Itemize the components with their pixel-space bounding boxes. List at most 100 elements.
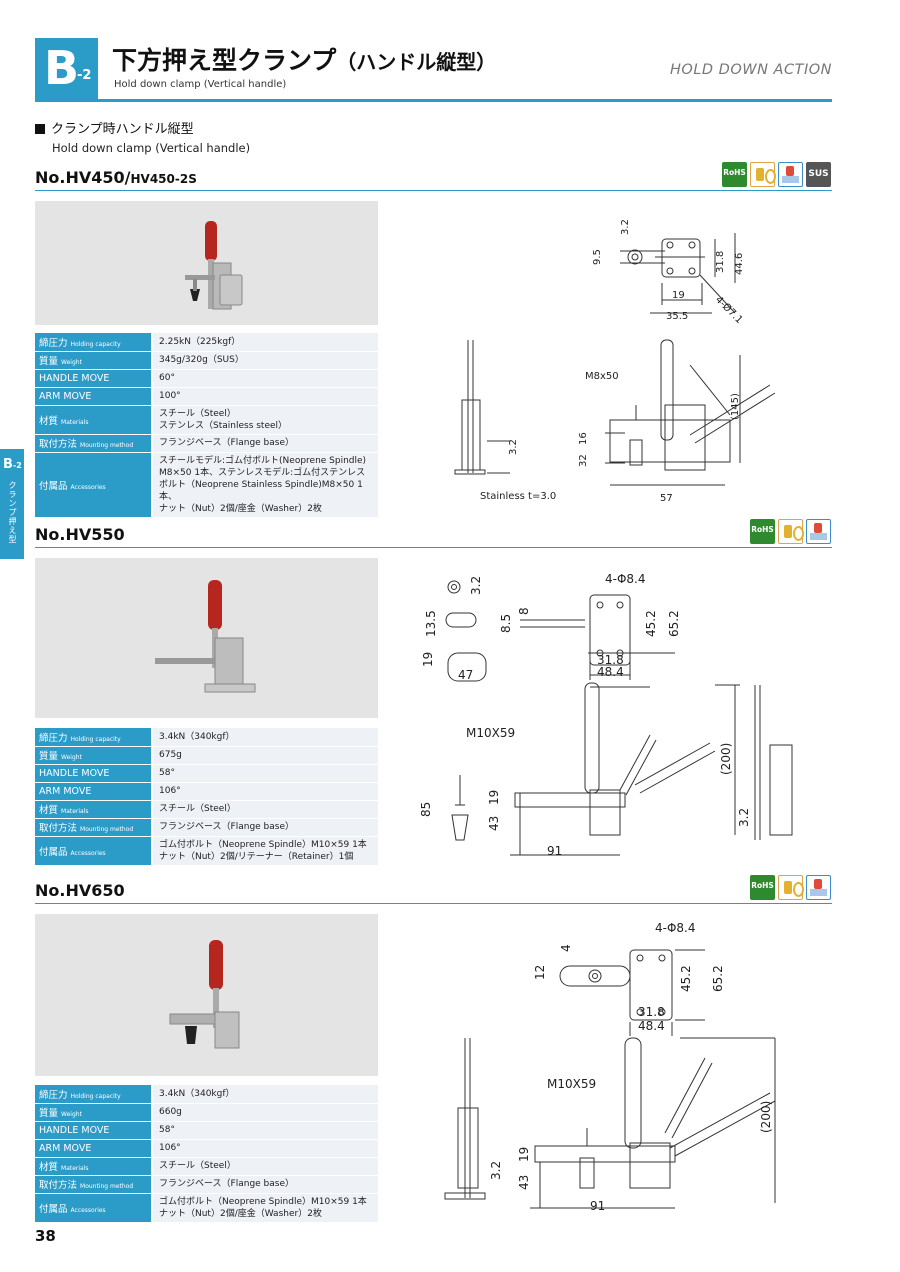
clamp-photo-illustration	[155, 580, 256, 693]
dim-145: (145)	[730, 393, 741, 420]
dim-16: 16	[578, 432, 589, 445]
drawing-hv550: 4-Φ8.4 3.2 13.5 8.5 8 45.2 65.2 19 47 31…	[419, 572, 793, 858]
spec-value: フランジベース（Flange base）	[152, 1175, 378, 1194]
model-name: No.HV550	[35, 525, 125, 544]
clamp-photo-illustration	[185, 221, 243, 310]
spec-value: 3.4kN（340kgf）	[152, 1085, 378, 1104]
section-title-en: Hold down clamp (Vertical handle)	[52, 141, 251, 155]
dim-k: (200)	[759, 1101, 773, 1133]
side-tab: B-2 クランプ押え型	[0, 449, 24, 559]
dim-o: (200)	[719, 743, 733, 775]
header-rule	[35, 99, 832, 102]
section-title-jp: クランプ時ハンドル縦型	[35, 118, 250, 137]
dim-b: 13.5	[424, 610, 438, 637]
page-title-main: 下方押え型クランプ	[112, 46, 337, 75]
spec-value: スチール（Steel）	[152, 800, 378, 819]
dim-j: 48.4	[597, 665, 624, 679]
dim-57: 57	[660, 493, 673, 504]
dim-p: 3.2	[737, 808, 751, 827]
dim-m: 19	[487, 790, 501, 805]
dim-g: 19	[421, 652, 435, 667]
spec-value: 58°	[152, 1121, 378, 1140]
page-subtitle: Hold down clamp (Vertical handle)	[114, 79, 287, 90]
dim-k: 85	[419, 802, 433, 817]
dim-b: 12	[533, 965, 547, 980]
rohs-icon: RoHS	[722, 162, 747, 187]
product-photo-hv450	[35, 201, 378, 325]
bullet-square-icon	[35, 124, 45, 134]
spec-key: HANDLE MOVE	[35, 369, 153, 388]
spec-value: 660g	[152, 1103, 378, 1122]
spec-value: 60°	[152, 369, 378, 388]
section-badge-sub: -2	[77, 68, 92, 83]
spec-value: 100°	[152, 387, 378, 406]
magnet-icon	[778, 519, 804, 544]
side-tab-letter: B	[3, 457, 13, 472]
model-heading-hv650: No.HV650 RoHS	[35, 875, 832, 904]
dim-holes: 4-Φ8.4	[605, 572, 646, 586]
spec-value: スチール（Steel）ステンレス（Stainless steel）	[152, 405, 378, 435]
section-badge: B -2	[35, 38, 98, 101]
patent-icon	[806, 519, 831, 544]
drawing-hv450: 3.2 9.5 31.8 44.6 19 35.5 4-Ø7.1 M8x50 3…	[454, 219, 776, 504]
section-badge-letter: B	[44, 41, 80, 95]
spec-value: ゴム付ボルト（Neoprene Spindle）M10×59 1本ナット（Nut…	[152, 836, 378, 866]
patent-icon	[806, 875, 831, 900]
dim-f: 65.2	[667, 610, 681, 637]
sus-icon: SUS	[806, 162, 831, 187]
dim-c: 8.5	[499, 614, 513, 633]
dim-d: 65.2	[711, 965, 725, 992]
spec-value: フランジベース（Flange base）	[152, 434, 378, 453]
product-photo-hv650	[35, 914, 378, 1076]
product-photo-hv550	[35, 558, 378, 718]
dim-side-3-2: 3.2	[508, 439, 519, 455]
spec-value: 2.25kN（225kgf）	[152, 333, 378, 352]
magnet-icon	[750, 162, 776, 187]
spec-value: 345g/320g（SUS）	[152, 351, 378, 370]
page-number: 38	[35, 1227, 56, 1245]
dim-d: 8	[517, 607, 531, 615]
cert-icons: RoHS	[750, 519, 832, 545]
dim-j: 91	[590, 1199, 605, 1213]
action-label: HOLD DOWN ACTION	[670, 62, 832, 78]
side-tab-label: B-2	[3, 457, 22, 472]
dim-holes: 4-Φ8.4	[655, 921, 696, 935]
dim-f: 48.4	[638, 1019, 665, 1033]
spec-value: 675g	[152, 746, 378, 765]
dim-e: 45.2	[644, 610, 658, 637]
model-name-main: No.HV450/	[35, 168, 131, 187]
bolt-label: M10X59	[466, 726, 515, 740]
dim-e: 31.8	[638, 1005, 665, 1019]
model-heading-hv550: No.HV550 RoHS	[35, 519, 832, 548]
model-name: No.HV650	[35, 881, 125, 900]
spec-value: 106°	[152, 782, 378, 801]
dim-holes: 4-Ø7.1	[713, 294, 745, 326]
model-heading-hv450: No.HV450/HV450-2S RoHS SUS	[35, 162, 832, 191]
spec-key: ARM MOVE	[35, 387, 153, 406]
dim-h: 43	[517, 1175, 531, 1190]
model-name: No.HV450/HV450-2S	[35, 168, 197, 187]
bolt-label: M10X59	[547, 1077, 596, 1091]
dim-i: 3.2	[489, 1161, 503, 1180]
dim-44-6: 44.6	[734, 253, 745, 275]
dim-3-2: 3.2	[620, 219, 631, 235]
side-tab-text: クランプ押え型	[8, 481, 17, 544]
dim-c: 45.2	[679, 965, 693, 992]
dim-19: 19	[672, 290, 685, 301]
section-intro: クランプ時ハンドル縦型 Hold down clamp (Vertical ha…	[35, 118, 250, 155]
spec-value: フランジベース（Flange base）	[152, 818, 378, 837]
spec-value: スチール（Steel）	[152, 1157, 378, 1176]
